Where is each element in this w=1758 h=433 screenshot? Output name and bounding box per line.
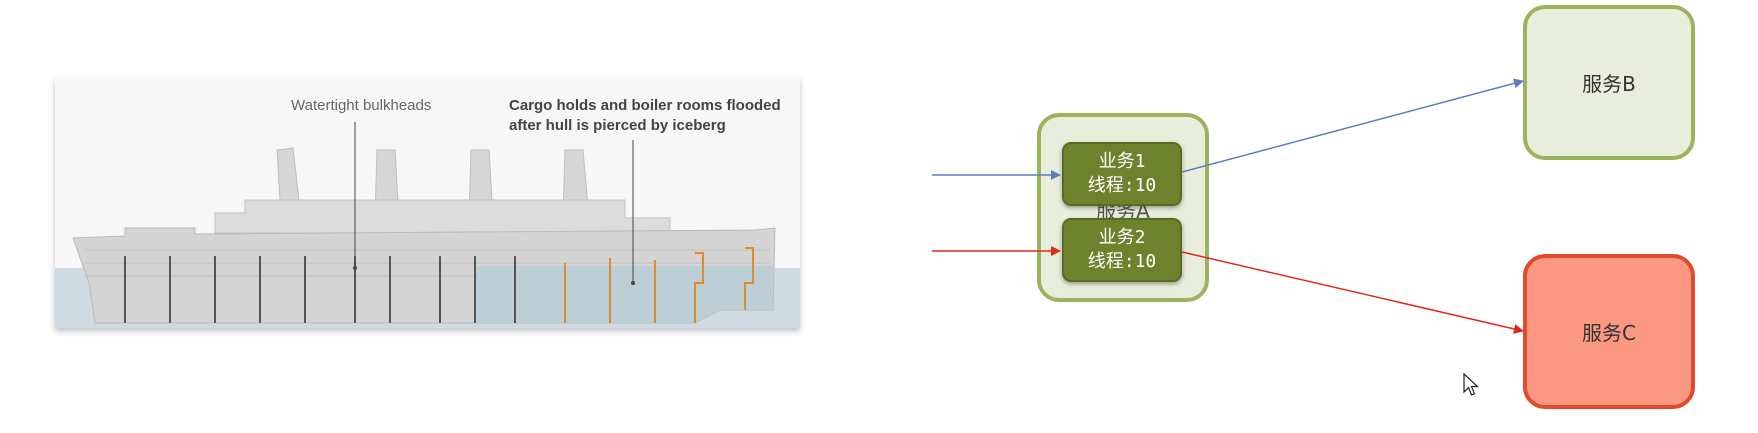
flooded-label-line1: Cargo holds and boiler rooms flooded: [509, 97, 781, 114]
flooded-label: Cargo holds and boiler rooms flooded aft…: [509, 96, 781, 136]
arrow-to-service-c: [1181, 251, 1524, 334]
flooded-label-line2: after hull is pierced by iceberg: [509, 117, 726, 134]
business-1-threads: 线程:10: [1087, 175, 1157, 196]
superstructure: [214, 199, 671, 234]
ship-illustration: Watertight bulkheads Cargo holds and boi…: [55, 78, 800, 328]
business-1-name: 业务1: [1098, 151, 1146, 172]
service-c-box: 服务C: [1523, 254, 1695, 409]
flooded-leader-dot: [631, 281, 635, 285]
mouse-pointer-icon: [1463, 373, 1480, 396]
service-c-label: 服务C: [1582, 321, 1636, 345]
ship-drawing: [55, 122, 800, 328]
flooded-section: [475, 266, 773, 323]
business-2-threads: 线程:10: [1087, 251, 1157, 272]
arrow-to-service-b: [1181, 78, 1524, 173]
business-1-box: 业务1 线程:10: [1062, 142, 1182, 206]
service-b-label: 服务B: [1582, 72, 1636, 96]
flooded-bulkheads: [564, 247, 754, 323]
business-2-name: 业务2: [1098, 227, 1146, 248]
service-b-box: 服务B: [1523, 5, 1695, 160]
business-2-box: 业务2 线程:10: [1062, 218, 1182, 282]
bulkheads-label: Watertight bulkheads: [291, 97, 432, 114]
bulkheads-leader-dot: [353, 266, 357, 270]
